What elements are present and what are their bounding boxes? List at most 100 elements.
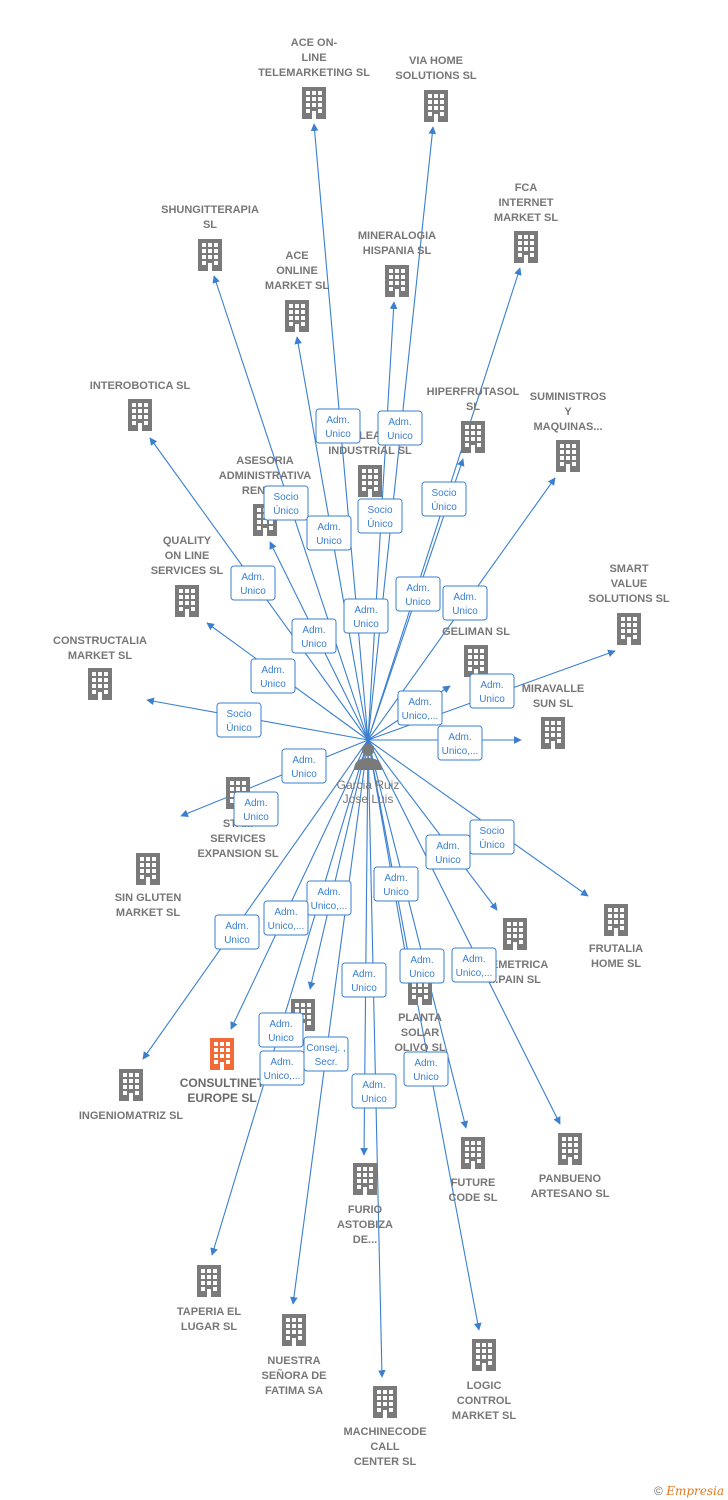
relation-badge[interactable]: Adm.Unico (233, 791, 279, 827)
building-icon (556, 440, 580, 472)
relation-label: Unico,... (402, 711, 439, 722)
relation-badge[interactable]: Adm.Unico,... (306, 880, 352, 916)
relation-badge[interactable]: Adm.Unico (315, 408, 361, 444)
company-label: PLANTA (398, 1012, 442, 1024)
empresia-logo[interactable]: Empresia (666, 1484, 724, 1498)
relation-badge[interactable]: Adm.Unico (469, 673, 515, 709)
person-name: Jose Luis (343, 792, 394, 806)
relation-badge[interactable]: Adm.Unico,... (259, 1050, 305, 1086)
relation-badge[interactable]: Adm.Unico (281, 748, 327, 784)
company-label: HISPANIA SL (363, 245, 432, 257)
relation-badge[interactable]: Adm.Unico,... (263, 900, 309, 936)
relation-label: Adm. (354, 605, 377, 616)
company-node-geliman[interactable]: ...OGELIMAN SL (442, 611, 510, 677)
edge-machinecode (367, 739, 386, 1378)
relation-label: Adm. (406, 583, 429, 594)
relation-badge[interactable]: Adm.Unico (291, 618, 337, 654)
relation-badge[interactable]: Adm.Unico (258, 1012, 304, 1048)
relation-badge[interactable]: Adm.Unico (214, 914, 260, 950)
company-node-interobotica[interactable]: INTEROBOTICA SL (90, 380, 191, 431)
relation-label: Único (479, 838, 505, 851)
company-label: MAQUINAS... (533, 421, 602, 433)
relation-label: Unico (353, 619, 379, 630)
company-label: CENTER SL (354, 1456, 417, 1468)
relation-badge[interactable]: Adm.Unico,... (451, 947, 497, 983)
relation-label: Unico (325, 429, 351, 440)
relation-badge[interactable]: Adm.Unico (377, 410, 423, 446)
relation-badge[interactable]: Adm.Unico (403, 1051, 449, 1087)
company-label: INDUSTRIAL SL (328, 445, 412, 457)
relation-badge[interactable]: Adm.Unico (250, 658, 296, 694)
company-label: ON LINE (165, 550, 210, 562)
relation-badge[interactable]: Adm.Unico (351, 1073, 397, 1109)
relation-label: Socio (479, 826, 504, 837)
building-icon (617, 613, 641, 645)
relation-label: Consej. , (306, 1043, 345, 1054)
company-node-geometrica[interactable]: ...EMETRICA...PAIN SL (482, 918, 549, 986)
building-icon (464, 645, 488, 677)
company-label: SUN SL (533, 698, 574, 710)
building-icon (472, 1339, 496, 1371)
company-node-ingeniomatriz[interactable]: INGENIOMATRIZ SL (79, 1069, 184, 1122)
company-label: MARKET SL (265, 280, 329, 292)
company-node-furio[interactable]: FURIOASTOBIZADE... (337, 1163, 393, 1246)
relation-badge[interactable]: Adm. Unico (306, 515, 352, 551)
company-label: CONSULTINET (180, 1076, 265, 1090)
relation-badge[interactable]: Adm.Unico (341, 962, 387, 998)
edge-consultinet (230, 739, 369, 1030)
company-label: ASTOBIZA (337, 1219, 393, 1231)
relation-badge[interactable]: Adm. Unico,... (397, 690, 443, 726)
relation-badge[interactable]: Adm.Unico (373, 866, 419, 902)
relation-label: Adm. (408, 697, 431, 708)
relation-badge[interactable]: Adm. Unico (343, 598, 389, 634)
relation-label: Unico (383, 887, 409, 898)
company-label: OLIVO SL (394, 1042, 446, 1054)
relation-badge[interactable]: Adm.Unico,... (437, 725, 483, 761)
relation-badge[interactable]: Adm.Unico (395, 576, 441, 612)
company-label: DE... (353, 1234, 377, 1246)
relation-badge[interactable]: Adm.Unico (230, 565, 276, 601)
relation-label: Unico (316, 536, 342, 547)
relation-badge[interactable]: Adm.Unico (399, 948, 445, 984)
relation-label: Socio (367, 505, 392, 516)
company-node-suministros[interactable]: SUMINISTROSYMAQUINAS... (530, 391, 606, 472)
relation-label: Unico (243, 812, 269, 823)
relation-label: Adm. (225, 921, 248, 932)
relation-badge[interactable]: Adm.Unico (442, 585, 488, 621)
relation-badge[interactable]: Consej. ,Secr. (303, 1036, 349, 1072)
company-label: SEÑORA DE (262, 1369, 327, 1382)
company-label: VALUE (611, 578, 647, 590)
relation-badge[interactable]: Adm.Unico (425, 834, 471, 870)
relation-label: Adm. (317, 522, 340, 533)
